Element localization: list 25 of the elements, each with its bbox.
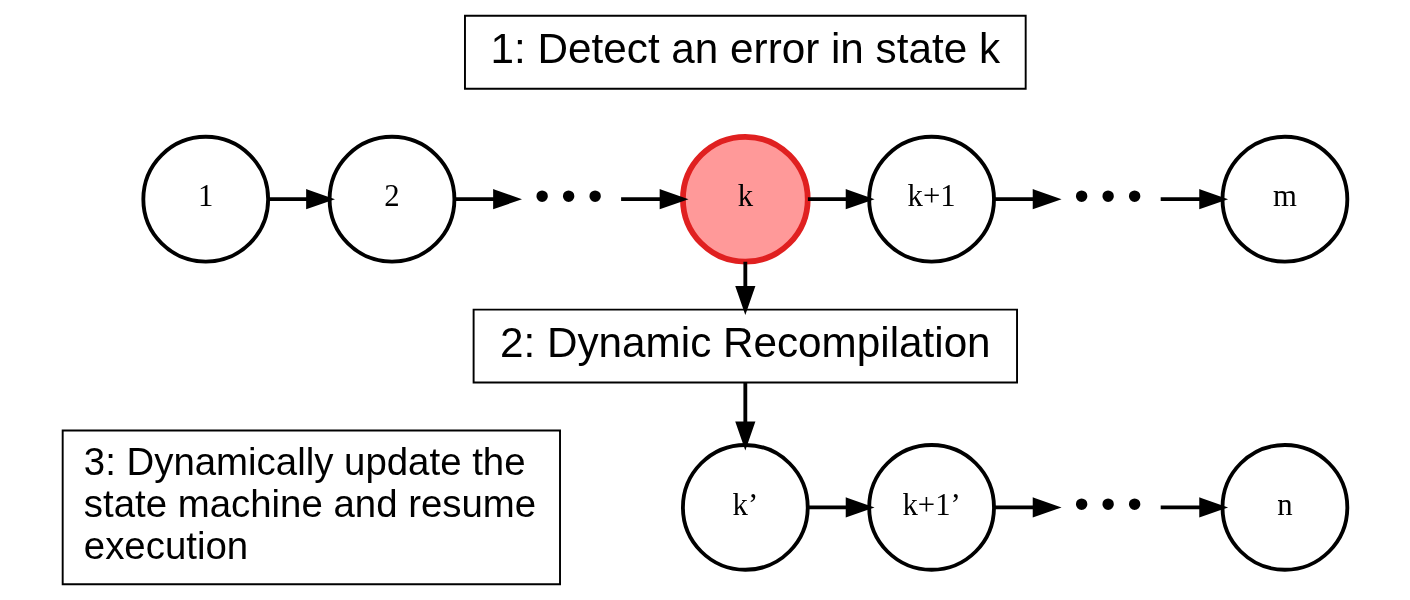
node-circle: k+1 bbox=[867, 134, 996, 264]
arrow bbox=[807, 189, 875, 210]
node-circle: 2 bbox=[327, 134, 457, 264]
arrow bbox=[735, 261, 756, 315]
node-box: 1: Detect an error in state k bbox=[464, 14, 1027, 90]
arrow bbox=[807, 497, 875, 518]
arrow bbox=[454, 189, 522, 210]
node-text: • • • bbox=[1074, 480, 1143, 528]
arrow bbox=[268, 189, 335, 210]
node-circle: k bbox=[680, 133, 811, 265]
node-text: • • • bbox=[534, 171, 603, 219]
arrow bbox=[1160, 497, 1229, 518]
arrow bbox=[994, 497, 1062, 518]
arrow bbox=[735, 382, 756, 451]
node-circle: 1 bbox=[141, 134, 271, 264]
arrow bbox=[1160, 189, 1229, 210]
node-box: 3: Dynamically update the state machine and resume execution bbox=[61, 429, 561, 586]
node-circle: k+1’ bbox=[867, 443, 996, 572]
arrow bbox=[994, 189, 1062, 210]
node-circle: k’ bbox=[681, 443, 810, 572]
node-text: • • • bbox=[1074, 171, 1143, 219]
node-circle: m bbox=[1220, 134, 1350, 264]
arrow bbox=[621, 189, 689, 210]
node-box: 2: Dynamic Recompilation bbox=[472, 308, 1018, 384]
node-circle: n bbox=[1220, 443, 1350, 572]
